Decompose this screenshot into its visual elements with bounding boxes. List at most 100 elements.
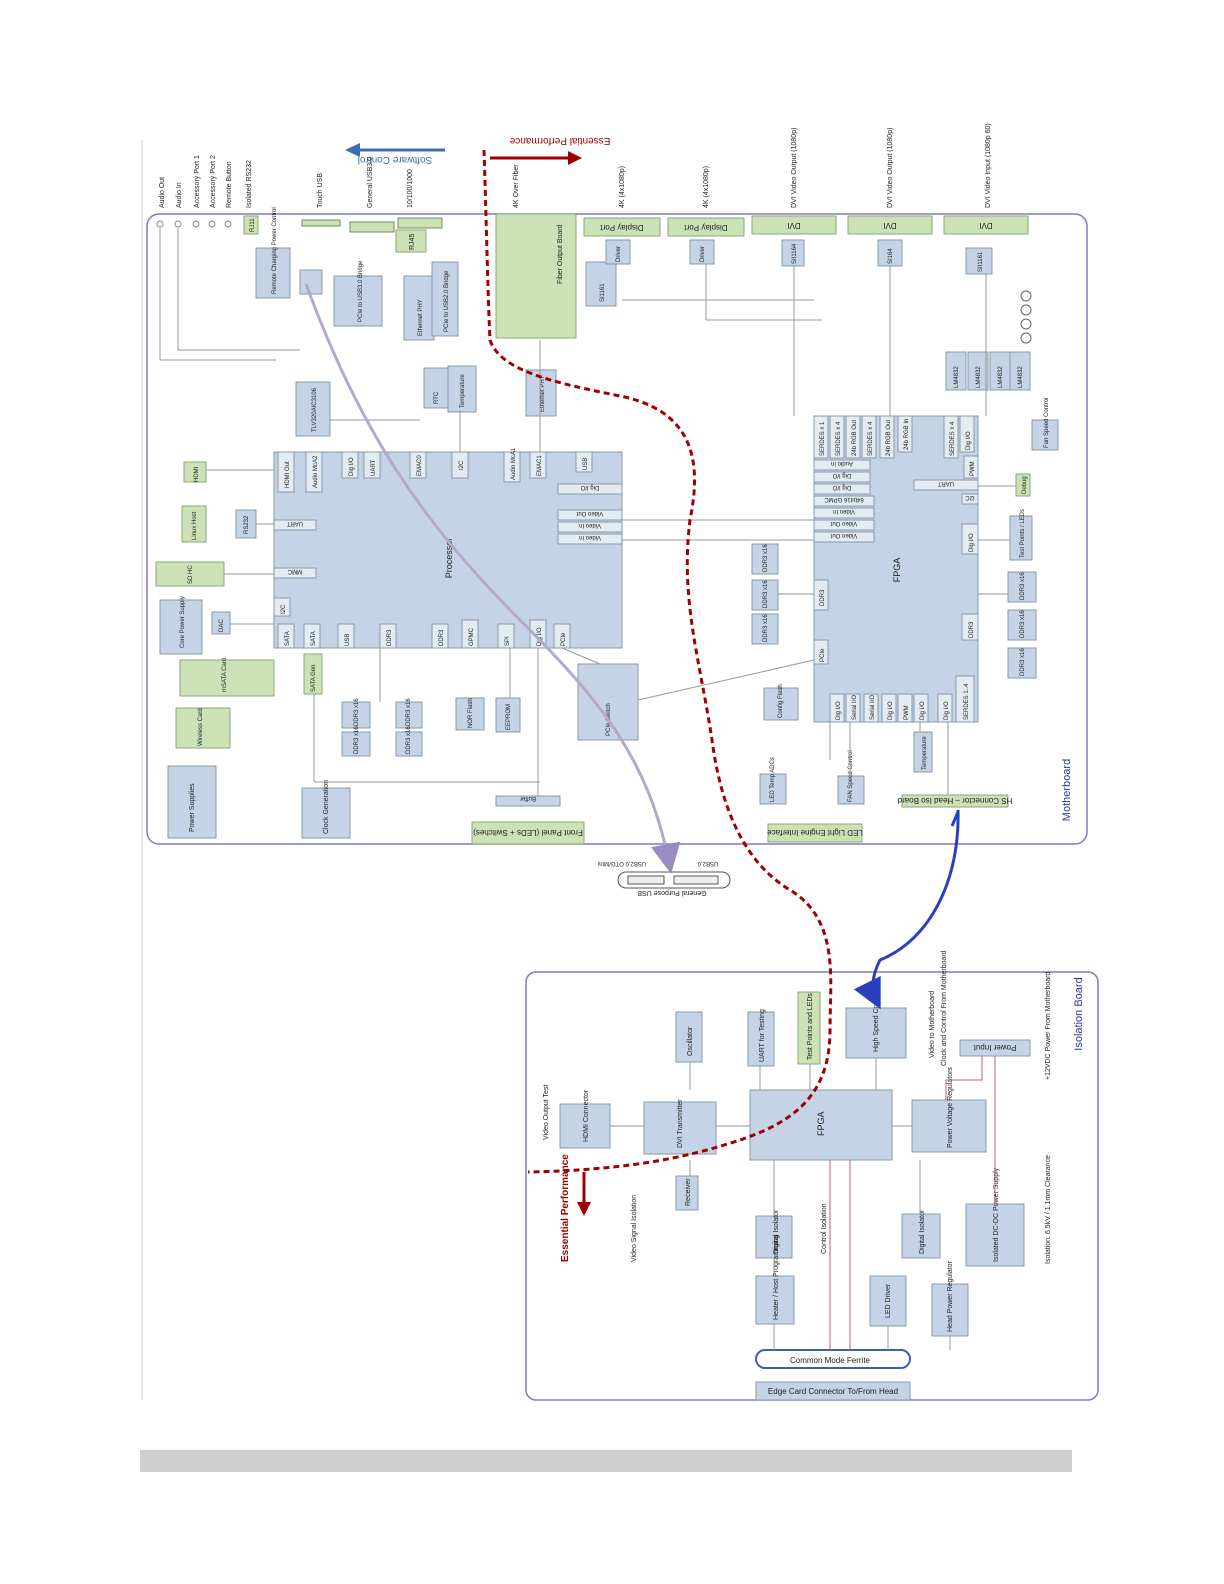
svg-text:DDR3 x16: DDR3 x16 [406, 726, 412, 754]
fpga-title: FPGA [892, 558, 902, 583]
svg-text:Temperature: Temperature [460, 374, 466, 408]
svg-text:DDR3 x16: DDR3 x16 [1020, 610, 1026, 638]
svg-text:LED Temp ADCs: LED Temp ADCs [770, 757, 776, 802]
svg-text:Fan Speed Control: Fan Speed Control [1044, 398, 1050, 448]
svg-text:DDR3: DDR3 [439, 629, 445, 646]
svg-text:Wireless Card: Wireless Card [198, 708, 204, 746]
svg-text:PCIe: PCIe [561, 632, 567, 646]
mb-bottom-green: Front Panel (LEDs + Switches) LED Light … [471, 794, 1013, 845]
svg-text:NOR Flash: NOR Flash [468, 698, 474, 728]
iso-power-lines [829, 1056, 996, 1350]
svg-text:FAN Speed Control: FAN Speed Control [848, 750, 854, 802]
svg-text:DVI Video Output (1080p): DVI Video Output (1080p) [887, 128, 894, 208]
svg-text:Driver: Driver [616, 246, 622, 262]
svg-text:Video Out: Video Out [830, 532, 857, 538]
svg-text:Debug: Debug [1022, 476, 1028, 494]
svg-text:Power Supplies: Power Supplies [189, 783, 196, 832]
processor-ports: HDMI Out Audio McA2 Dig I/O UART EMAC0 I… [273, 447, 623, 649]
top-row-blocks: RJ11 RJ45 Fiber Output Board Display Por… [243, 213, 1029, 339]
svg-text:Remote Button: Remote Button [226, 161, 233, 208]
svg-text:Control Isolation: Control Isolation [821, 1203, 828, 1254]
svg-text:DDR3: DDR3 [820, 589, 826, 606]
svg-text:Touch USB: Touch USB [317, 173, 324, 208]
svg-text:Common Mode Ferrite: Common Mode Ferrite [790, 1356, 871, 1365]
svg-text:General USB3.0: General USB3.0 [367, 157, 374, 208]
svg-text:SII1161: SII1161 [978, 251, 984, 272]
svg-text:EEPROM: EEPROM [506, 704, 512, 730]
svg-text:Dig I/O: Dig I/O [537, 627, 543, 646]
iso-blocks [559, 991, 1031, 1337]
svg-text:General Purpose USB: General Purpose USB [637, 889, 707, 896]
svg-text:SATA: SATA [311, 631, 317, 646]
svg-text:PWM: PWM [904, 705, 910, 720]
svg-text:Video Output Test: Video Output Test [543, 1085, 550, 1140]
common-mode-ferrite: Common Mode Ferrite [755, 1349, 911, 1369]
svg-text:Core Power Supply: Core Power Supply [180, 596, 186, 648]
svg-text:DDR3 x16: DDR3 x16 [1020, 648, 1026, 676]
svg-text:Dig I/O: Dig I/O [966, 431, 972, 450]
svg-text:+12VDC Power From Motherboard: +12VDC Power From Motherboard [1045, 972, 1052, 1080]
isolation-board-label: Isolation Board [1073, 977, 1085, 1050]
svg-text:High Speed Connector: High Speed Connector [873, 981, 880, 1052]
svg-text:UART: UART [938, 480, 955, 486]
svg-text:Video Out: Video Out [576, 510, 603, 516]
essential-performance-bottom: Essential Performance [560, 1154, 591, 1262]
svg-text:Video Out: Video Out [830, 520, 857, 526]
svg-text:HDMI: HDMI [194, 466, 200, 482]
svg-text:Dig I/O: Dig I/O [969, 533, 975, 552]
svg-text:Test Points / LEDs: Test Points / LEDs [1020, 509, 1026, 558]
svg-text:DVI: DVI [979, 221, 992, 230]
svg-text:USB: USB [345, 634, 351, 646]
svg-text:24b RGB Out: 24b RGB Out [886, 420, 892, 456]
svg-text:4K (4x1080p): 4K (4x1080p) [619, 166, 626, 208]
svg-text:LM4832: LM4832 [954, 366, 960, 388]
svg-text:SI164: SI164 [888, 248, 894, 264]
svg-text:Dig I/O: Dig I/O [832, 484, 851, 490]
svg-text:Test Points and LEDs: Test Points and LEDs [807, 993, 814, 1060]
svg-text:Power Voltage Regulators: Power Voltage Regulators [947, 1067, 954, 1148]
svg-text:Display Port: Display Port [684, 223, 728, 232]
svg-text:Serial I/O: Serial I/O [852, 695, 858, 720]
svg-text:I2C: I2C [965, 494, 975, 500]
svg-text:USB2.0 OTG/MIni: USB2.0 OTG/MIni [598, 860, 646, 866]
svg-text:Dig I/O: Dig I/O [349, 457, 355, 476]
svg-text:SERDES x 4: SERDES x 4 [950, 421, 956, 456]
svg-text:Head Power Regulator: Head Power Regulator [947, 1261, 954, 1332]
svg-text:Video In: Video In [579, 534, 601, 540]
svg-text:Dig I/O: Dig I/O [920, 701, 926, 720]
svg-text:DDR3 x16: DDR3 x16 [354, 698, 360, 726]
svg-text:DVI Video Input (1080p 60): DVI Video Input (1080p 60) [985, 123, 992, 208]
edge-card-connector: Edge Card Connector To/From Head [755, 1381, 911, 1401]
svg-text:HS Connector – Head Iso Board: HS Connector – Head Iso Board [898, 796, 1013, 805]
svg-text:TLV320AIC3106: TLV320AIC3106 [312, 387, 318, 432]
motherboard-label: Motherboard [1061, 759, 1073, 821]
svg-text:DDR3 x16: DDR3 x16 [763, 580, 769, 608]
svg-text:Clock and Control From Motherb: Clock and Control From Motherboard [941, 950, 948, 1066]
svg-text:Dig I/O: Dig I/O [580, 484, 599, 490]
svg-text:Edge Card Connector To/From He: Edge Card Connector To/From Head [768, 1387, 898, 1396]
svg-text:Audio In: Audio In [831, 460, 853, 466]
svg-text:UART: UART [371, 459, 377, 476]
svg-text:DDR3 x16: DDR3 x16 [763, 544, 769, 572]
svg-text:I2C: I2C [459, 460, 465, 470]
svg-text:PCIe to USB2.0 Bridge: PCIe to USB2.0 Bridge [444, 270, 450, 332]
svg-text:Audio In: Audio In [176, 182, 183, 208]
usb-path [304, 283, 681, 874]
svg-text:Oscillator: Oscillator [687, 1026, 694, 1056]
svg-text:24b RGB Out: 24b RGB Out [852, 420, 858, 456]
svg-text:Isolated RS232: Isolated RS232 [246, 160, 253, 208]
svg-text:SERDES x 4: SERDES x 4 [836, 421, 842, 456]
svg-text:DAC: DAC [219, 619, 225, 632]
svg-text:Video In: Video In [833, 508, 855, 514]
svg-text:Serial I/O: Serial I/O [870, 695, 876, 720]
svg-text:RJ45: RJ45 [409, 234, 416, 250]
svg-text:SPI: SPI [505, 636, 511, 646]
svg-text:USB: USB [583, 458, 589, 470]
footer-bar [140, 1450, 1072, 1472]
svg-text:Temperature: Temperature [922, 736, 928, 770]
essential-performance-top: Essential Performance [490, 135, 610, 165]
svg-text:Dig I/O: Dig I/O [836, 701, 842, 720]
svg-text:Digital Isolator: Digital Isolator [919, 1209, 926, 1254]
svg-text:Fiber Output Board: Fiber Output Board [557, 224, 564, 284]
